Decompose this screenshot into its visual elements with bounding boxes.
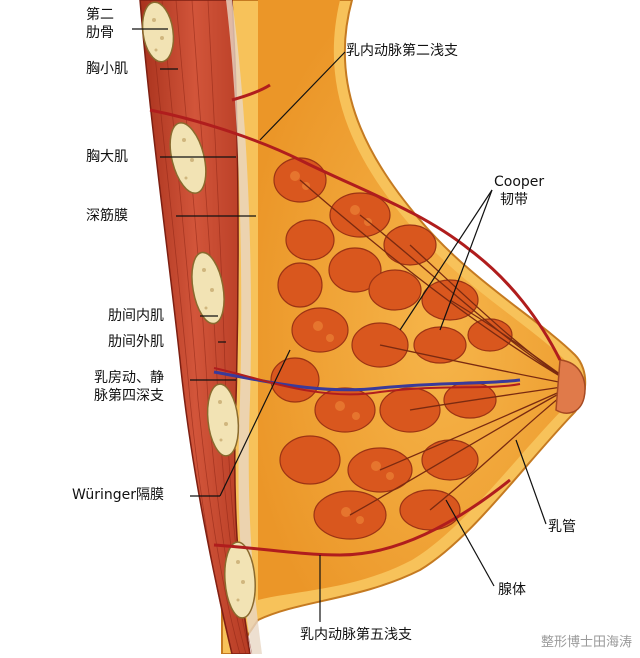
arteries: [149, 83, 562, 557]
lateral-vessels: [213, 367, 521, 396]
label-internal-mammary-2nd: 乳内动脉第二浅支: [346, 43, 458, 59]
label-external-intercostal: 肋间外肌: [108, 334, 164, 350]
label-pectoralis-major: 胸大肌: [86, 149, 128, 165]
label-gland: 腺体: [498, 582, 526, 598]
leader-lines: [132, 28, 547, 622]
label-pectoralis-minor: 胸小肌: [86, 61, 128, 77]
watermark: 整形博士田海涛: [540, 635, 632, 650]
label-cooper-line2: 韧带: [500, 192, 528, 208]
nipple: [555, 359, 586, 414]
label-internal-intercostal: 肋间内肌: [108, 308, 164, 324]
label-deep-fascia: 深筋膜: [86, 208, 128, 224]
label-second-rib-line1: 第二: [86, 7, 114, 23]
label-milk-duct: 乳管: [548, 519, 576, 535]
deep-fascia-band: [226, 0, 262, 654]
label-second-rib-line2: 肋骨: [86, 25, 114, 41]
label-lateral-vessels-line2: 脉第四深支: [94, 388, 164, 404]
ribs: [141, 1, 256, 619]
label-internal-mammary-5th: 乳内动脉第五浅支: [300, 627, 412, 643]
label-cooper-line1: Cooper: [494, 174, 545, 190]
label-wuringer-septum: Würinger隔膜: [72, 487, 164, 503]
label-lateral-vessels-line1: 乳房动、静: [94, 370, 164, 386]
